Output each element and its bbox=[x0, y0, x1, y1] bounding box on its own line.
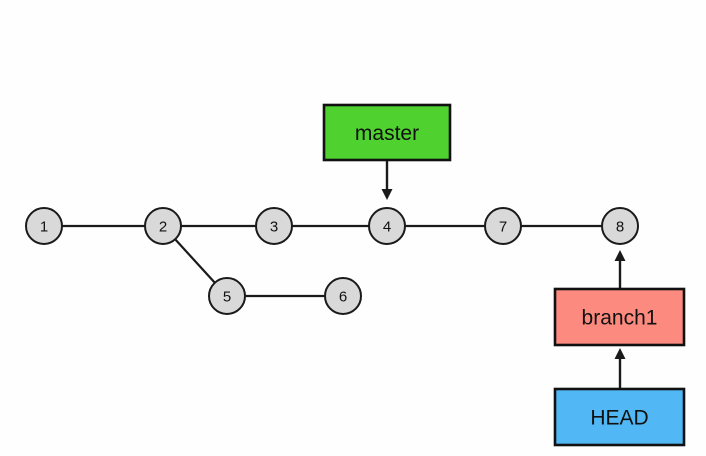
commit-node-label: 1 bbox=[40, 219, 48, 236]
ref-box-label-master: master bbox=[355, 122, 419, 145]
commit-node-circle bbox=[25, 207, 63, 245]
commit-node-label: 4 bbox=[383, 219, 391, 236]
commit-node-4[interactable]: 4 bbox=[368, 207, 406, 245]
ref-arrow-head bbox=[381, 189, 393, 200]
commit-node-3[interactable]: 3 bbox=[255, 207, 293, 245]
ref-box-HEAD[interactable]: HEAD bbox=[553, 387, 686, 447]
ref-box-branch1[interactable]: branch1 bbox=[553, 287, 686, 347]
ref-arrow-master bbox=[381, 161, 393, 200]
ref-arrow-HEAD bbox=[614, 348, 626, 388]
commit-node-label: 5 bbox=[223, 289, 231, 306]
ref-box-rect-HEAD bbox=[553, 387, 686, 447]
commit-node-label: 8 bbox=[616, 219, 624, 236]
commit-node-1[interactable]: 1 bbox=[25, 207, 63, 245]
commit-node-circle bbox=[368, 207, 406, 245]
commit-node-circle bbox=[255, 207, 293, 245]
commit-edges-layer bbox=[61, 224, 603, 298]
ref-arrow-head bbox=[614, 250, 626, 261]
commit-node-label: 2 bbox=[159, 219, 167, 236]
commit-node-7[interactable]: 7 bbox=[484, 207, 522, 245]
ref-box-label-branch1: branch1 bbox=[582, 307, 658, 330]
commit-node-2[interactable]: 2 bbox=[144, 207, 182, 245]
commit-node-circle bbox=[324, 277, 362, 315]
commit-node-label: 7 bbox=[499, 219, 507, 236]
ref-box-label-HEAD: HEAD bbox=[590, 407, 648, 430]
commit-node-label: 6 bbox=[339, 289, 347, 306]
commit-node-circle bbox=[601, 207, 639, 245]
commit-nodes-layer: 1 2 3 4 7 8 5 6 bbox=[25, 207, 639, 315]
commit-node-label: 3 bbox=[270, 219, 278, 236]
ref-box-master[interactable]: master bbox=[322, 103, 452, 162]
ref-arrow-head bbox=[614, 348, 626, 359]
ref-arrows-layer bbox=[381, 161, 626, 388]
commit-edge-2-5 bbox=[173, 237, 217, 285]
ref-box-rect-master bbox=[322, 103, 452, 162]
commit-node-circle bbox=[208, 277, 246, 315]
ref-box-rect-branch1 bbox=[553, 287, 686, 347]
commit-node-circle bbox=[484, 207, 522, 245]
ref-arrow-branch1 bbox=[614, 250, 626, 288]
commit-node-8[interactable]: 8 bbox=[601, 207, 639, 245]
commit-node-circle bbox=[144, 207, 182, 245]
commit-node-5[interactable]: 5 bbox=[208, 277, 246, 315]
commit-node-6[interactable]: 6 bbox=[324, 277, 362, 315]
